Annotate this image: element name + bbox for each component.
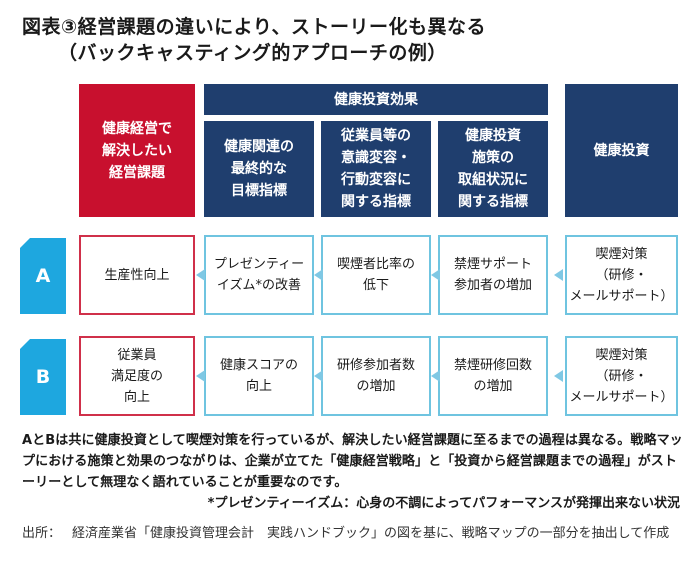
arrow-left-icon (195, 269, 205, 281)
row-a-behavior-cell: 喫煙者比率の 低下 (321, 235, 431, 315)
source-note: 出所： 経済産業省「健康投資管理会計 実践ハンドブック」の図を基に、戦略マップの… (22, 523, 692, 545)
row-a-status-cell: 禁煙サポート 参加者の増加 (438, 235, 548, 315)
row-b-status-cell: 禁煙研修回数 の増加 (438, 336, 548, 416)
footnote: *プレゼンティーイズム：心身の不調によってパフォーマンスが発揮出来ない状況 (207, 496, 680, 511)
arrow-left-icon (430, 269, 440, 281)
row-label-a: A (20, 238, 66, 314)
arrow-left-icon (195, 370, 205, 382)
header-investment: 健康投資 (565, 84, 678, 217)
arrow-left-icon (553, 269, 563, 281)
row-b-final-cell: 健康スコアの 向上 (204, 336, 314, 416)
row-b-investment-cell: 喫煙対策 （研修・ メールサポート） (565, 336, 678, 416)
figure-subtitle: （バックキャスティング的アプローチの例） (58, 42, 447, 64)
arrow-left-icon (313, 370, 323, 382)
source-text: 経済産業省「健康投資管理会計 実践ハンドブック」の図を基に、戦略マップの一部分を… (72, 526, 670, 541)
caption-text: AとBは共に健康投資として喫煙対策を行っているが、解決したい経営課題に至るまでの… (22, 433, 683, 490)
figure-title: 図表③経営課題の違いにより、ストーリー化も異なる (22, 16, 486, 38)
row-a-investment-cell: 喫煙対策 （研修・ メールサポート） (565, 235, 678, 315)
arrow-left-icon (553, 370, 563, 382)
arrow-left-icon (430, 370, 440, 382)
arrow-left-icon (313, 269, 323, 281)
row-b-goal-cell: 従業員 満足度の 向上 (79, 336, 195, 416)
header-behavior-indicator: 従業員等の 意識変容・ 行動変容に 関する指標 (321, 121, 431, 217)
header-effect-group: 健康投資効果 (204, 84, 548, 115)
row-label-b: B (20, 339, 66, 415)
row-a-final-cell: プレゼンティー イズム*の改善 (204, 235, 314, 315)
row-a-goal-cell: 生産性向上 (79, 235, 195, 315)
row-b-behavior-cell: 研修参加者数 の増加 (321, 336, 431, 416)
source-label: 出所： (22, 526, 62, 541)
header-status-indicator: 健康投資 施策の 取組状況に 関する指標 (438, 121, 548, 217)
header-final-indicator: 健康関連の 最終的な 目標指標 (204, 121, 314, 217)
header-goal: 健康経営で 解決したい 経営課題 (79, 84, 195, 217)
